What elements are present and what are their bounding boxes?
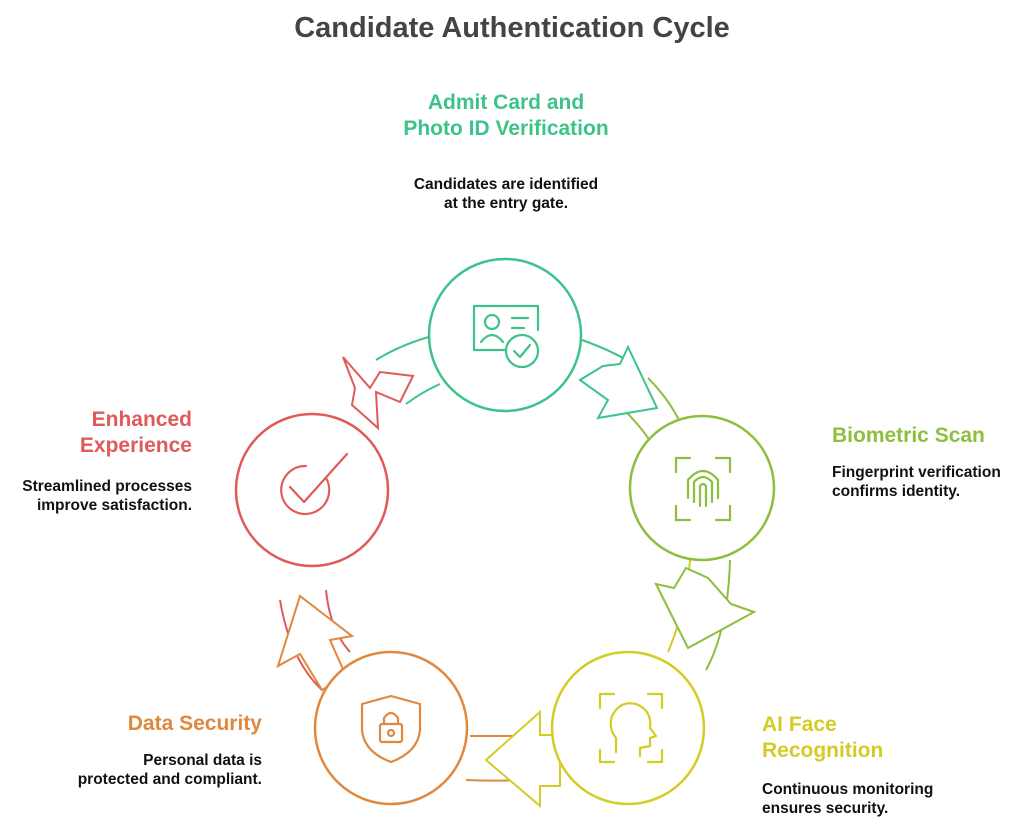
checkmark-icon: [280, 452, 349, 516]
step-desc-ai-face: Continuous monitoring ensures security.: [762, 781, 934, 817]
arrow-lime-to-yellow: [654, 566, 757, 650]
connector-red-to-green: [375, 335, 433, 361]
step-circle-biometric: [628, 414, 776, 562]
connector-green-to-lime-inner: [647, 377, 681, 423]
step-circle-data-security: [313, 650, 469, 806]
step-heading-ai-face: AI Face Recognition: [762, 713, 884, 762]
step-heading-enhanced: Enhanced Experience: [79, 408, 192, 457]
step-heading-biometric: Biometric Scan: [832, 424, 985, 447]
diagram-title: Candidate Authentication Cycle: [294, 12, 730, 44]
step-desc-data-security: Personal data is protected and compliant…: [77, 752, 262, 788]
face-scan-icon: [598, 692, 664, 764]
arrow-yellow-to-orange: [484, 709, 561, 809]
connector-red-to-green-inner: [405, 383, 441, 405]
arrow-red-to-green: [342, 356, 415, 431]
id-card-check-icon: [472, 304, 540, 369]
step-circle-ai-face: [550, 650, 706, 806]
step-circle-admit-card: [427, 257, 583, 413]
shield-lock-icon: [360, 694, 422, 764]
step-desc-admit-card: Candidates are identified at the entry g…: [413, 176, 599, 212]
step-circle-enhanced: [234, 412, 390, 568]
arrow-green-to-lime: [578, 344, 659, 420]
step-heading-admit-card: Admit Card and Photo ID Verification: [403, 91, 609, 140]
step-desc-biometric: Fingerprint verification confirms identi…: [832, 464, 1001, 500]
step-desc-enhanced: Streamlined processes improve satisfacti…: [22, 478, 192, 514]
fingerprint-scan-icon: [674, 456, 732, 522]
step-heading-data-security: Data Security: [127, 712, 262, 735]
